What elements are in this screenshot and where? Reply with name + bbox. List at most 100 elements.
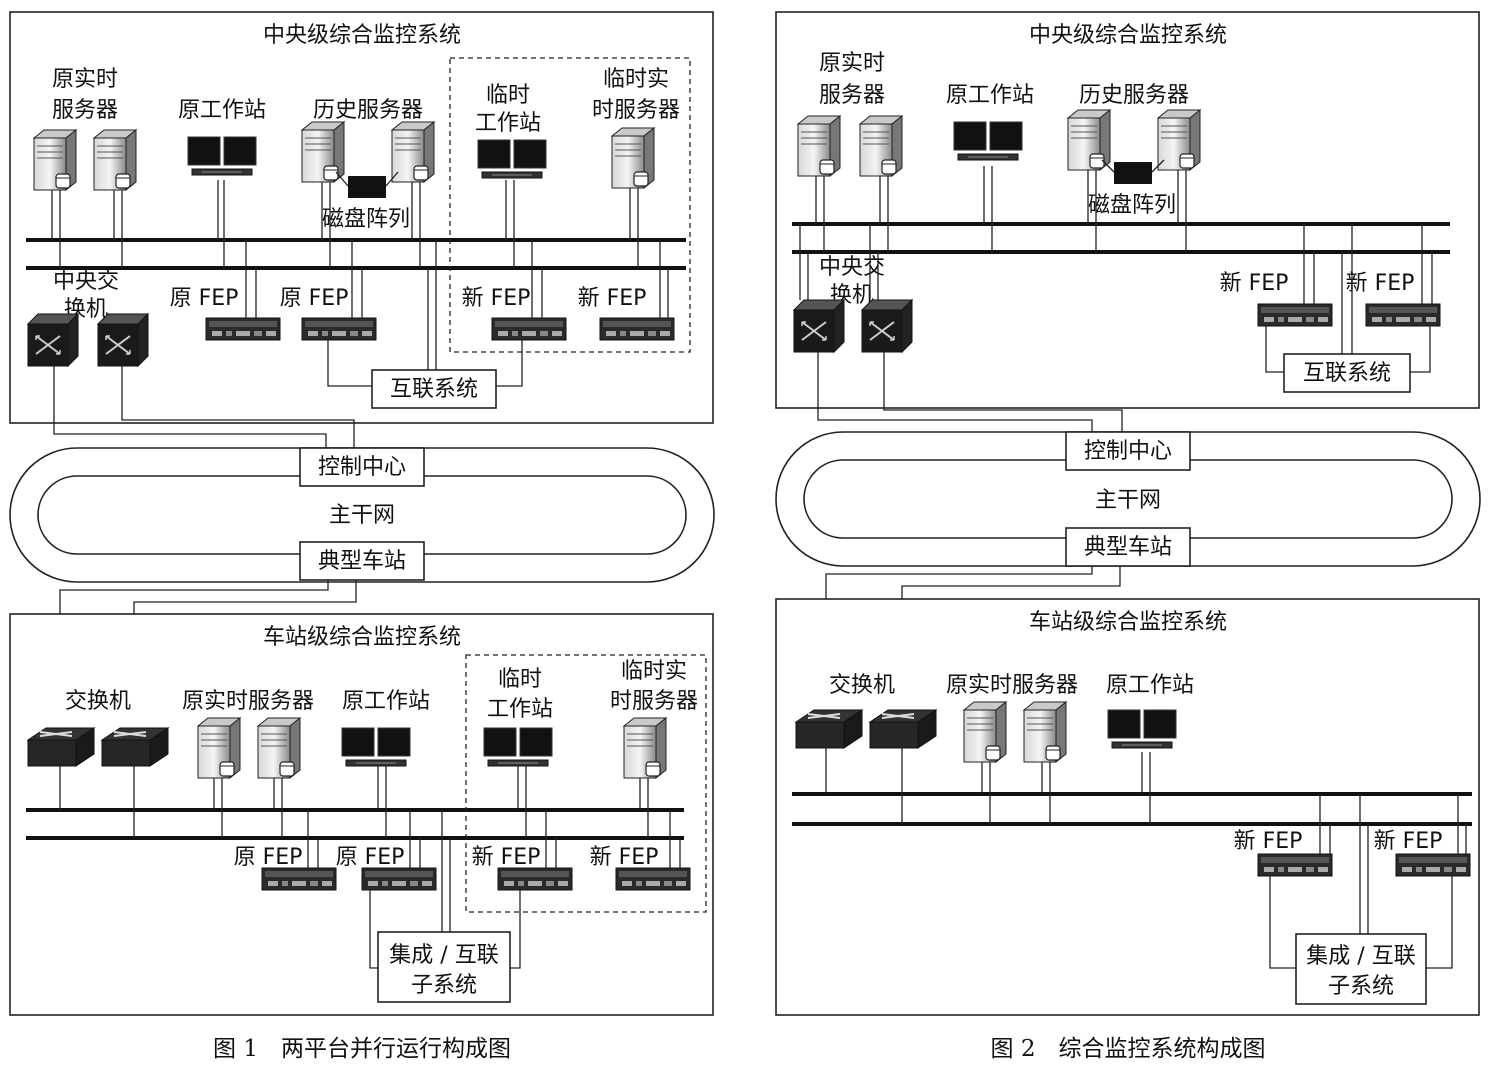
orig-rt-server-label: 原实时 bbox=[819, 51, 885, 76]
backbone-label: 主干网 bbox=[1095, 488, 1161, 513]
orig-workstation-label: 原工作站 bbox=[178, 98, 266, 123]
disk-array-icon bbox=[348, 176, 386, 198]
figure-caption: 图 2 综合监控系统构成图 bbox=[991, 1036, 1266, 1062]
station-orig-fep-label: 原 FEP bbox=[234, 845, 303, 870]
typical-station-label: 典型车站 bbox=[1084, 535, 1172, 560]
integration-subsystem-label: 集成 / 互联 bbox=[389, 943, 498, 968]
server-icon bbox=[391, 121, 435, 183]
new-fep-label: 新 FEP bbox=[1220, 271, 1289, 296]
history-server-label: 历史服务器 bbox=[1079, 83, 1189, 108]
orig-rt-server-label: 原实时 bbox=[52, 67, 118, 92]
typical-station-box bbox=[1065, 527, 1191, 567]
fep-icon bbox=[1257, 303, 1333, 327]
temporary-platform-boundary bbox=[465, 654, 707, 913]
switch-icon bbox=[869, 709, 937, 749]
interconnect-label: 互联系统 bbox=[390, 377, 478, 402]
fep-icon bbox=[301, 317, 377, 341]
control-center-label: 控制中心 bbox=[1084, 439, 1172, 464]
central-level-title: 中央级综合监控系统 bbox=[1029, 23, 1227, 48]
station-workstation-label: 原工作站 bbox=[342, 689, 430, 714]
figure-1: 中央级综合监控系统 原实时 服务器 原工作站 历史服务器 临时 工作站 临时实 … bbox=[9, 11, 715, 1062]
server-icon bbox=[1157, 109, 1201, 171]
station-temp-rt-server-label: 临时实 bbox=[621, 659, 687, 684]
temp-workstation-label: 工作站 bbox=[475, 111, 541, 136]
interconnect-box bbox=[371, 369, 497, 409]
station-level-frame bbox=[9, 613, 714, 1016]
switch-icon bbox=[861, 299, 913, 353]
disk-array-label: 磁盘阵列 bbox=[322, 207, 410, 232]
fep-icon bbox=[1257, 853, 1333, 877]
station-new-fep-label: 新 FEP bbox=[1374, 829, 1443, 854]
central-level-title: 中央级综合监控系统 bbox=[263, 23, 461, 48]
server-icon bbox=[93, 129, 137, 191]
station-new-fep-label: 新 FEP bbox=[590, 845, 659, 870]
temp-workstation-label: 临时 bbox=[486, 83, 530, 108]
station-switch-label: 交换机 bbox=[65, 689, 131, 714]
station-orig-fep-label: 原 FEP bbox=[336, 845, 405, 870]
station-switch-label: 交换机 bbox=[829, 673, 895, 698]
disk-array-icon bbox=[1114, 162, 1152, 184]
station-temp-workstation-label: 临时 bbox=[498, 667, 542, 692]
integration-subsystem-label: 集成 / 互联 bbox=[1306, 944, 1415, 969]
fep-icon bbox=[361, 867, 437, 891]
station-rt-server-label: 原实时服务器 bbox=[182, 689, 314, 714]
station-level-title: 车站级综合监控系统 bbox=[1029, 610, 1227, 635]
interconnect-label: 互联系统 bbox=[1303, 361, 1391, 386]
fep-icon bbox=[491, 317, 567, 341]
central-switch-label: 中央交 bbox=[819, 255, 885, 280]
temporary-platform-boundary bbox=[449, 57, 691, 353]
switch-icon bbox=[27, 727, 95, 767]
interconnect-box bbox=[1283, 353, 1411, 393]
fep-icon bbox=[261, 867, 337, 891]
fep-icon bbox=[205, 317, 281, 341]
server-icon bbox=[623, 717, 667, 779]
new-fep-label: 新 FEP bbox=[578, 286, 647, 311]
fep-icon bbox=[599, 317, 675, 341]
typical-station-box bbox=[299, 541, 425, 581]
figure-caption: 图 1 两平台并行运行构成图 bbox=[213, 1036, 511, 1062]
new-fep-label: 新 FEP bbox=[1346, 271, 1415, 296]
server-icon bbox=[611, 127, 655, 189]
server-icon bbox=[859, 115, 903, 177]
server-icon bbox=[197, 717, 241, 779]
server-icon bbox=[797, 115, 841, 177]
server-icon bbox=[257, 717, 301, 779]
station-temp-rt-server-label: 时服务器 bbox=[610, 689, 698, 714]
station-new-fep-label: 新 FEP bbox=[472, 845, 541, 870]
switch-icon bbox=[27, 313, 79, 367]
figure-2: 中央级综合监控系统 原实时 服务器 原工作站 历史服务器 磁盘阵列 中央交 换机… bbox=[775, 11, 1481, 1062]
control-center-label: 控制中心 bbox=[318, 455, 406, 480]
fep-icon bbox=[615, 867, 691, 891]
integration-subsystem-box bbox=[377, 931, 511, 1003]
switch-icon bbox=[97, 313, 149, 367]
station-workstation-label: 原工作站 bbox=[1106, 673, 1194, 698]
integration-subsystem-label: 子系统 bbox=[411, 973, 477, 998]
server-icon bbox=[33, 129, 77, 191]
orig-workstation-label: 原工作站 bbox=[946, 83, 1034, 108]
station-new-fep-label: 新 FEP bbox=[1234, 829, 1303, 854]
new-fep-label: 新 FEP bbox=[462, 286, 531, 311]
integration-subsystem-label: 子系统 bbox=[1328, 974, 1394, 999]
fep-icon bbox=[1395, 853, 1471, 877]
control-center-box bbox=[299, 447, 425, 487]
history-server-label: 历史服务器 bbox=[313, 98, 423, 123]
temp-rt-server-label: 临时实 bbox=[603, 67, 669, 92]
station-level-title: 车站级综合监控系统 bbox=[263, 625, 461, 650]
fep-icon bbox=[497, 867, 573, 891]
server-icon bbox=[1023, 701, 1067, 763]
orig-fep-label: 原 FEP bbox=[170, 286, 239, 311]
orig-rt-server-label: 服务器 bbox=[52, 98, 118, 123]
orig-rt-server-label: 服务器 bbox=[819, 83, 885, 108]
server-icon bbox=[963, 701, 1007, 763]
backbone-label: 主干网 bbox=[329, 503, 395, 528]
switch-icon bbox=[101, 727, 169, 767]
switch-icon bbox=[793, 299, 845, 353]
fep-icon bbox=[1365, 303, 1441, 327]
typical-station-label: 典型车站 bbox=[318, 549, 406, 574]
orig-fep-label: 原 FEP bbox=[280, 286, 349, 311]
central-switch-label: 中央交 bbox=[53, 269, 119, 294]
temp-rt-server-label: 时服务器 bbox=[592, 98, 680, 123]
integration-subsystem-box bbox=[1295, 933, 1427, 1005]
switch-icon bbox=[795, 709, 863, 749]
